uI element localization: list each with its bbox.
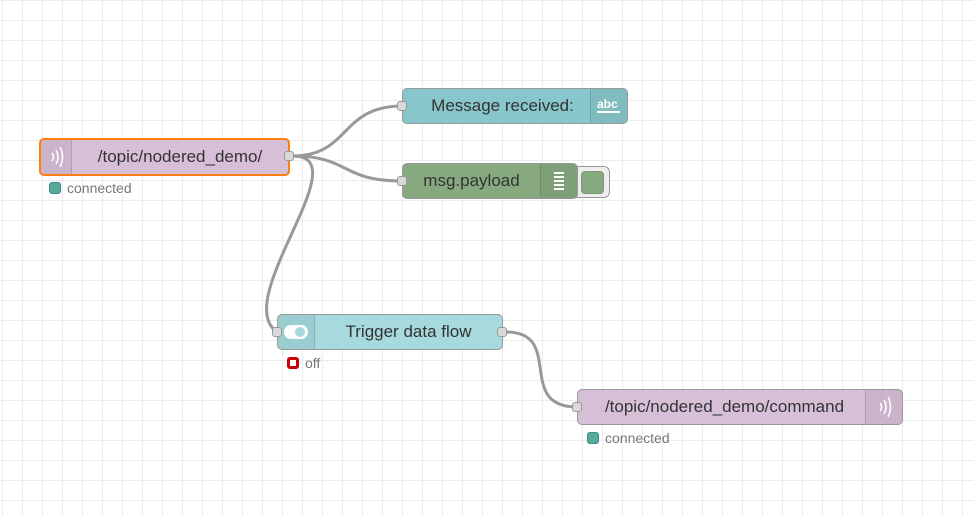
mqtt-out-node[interactable]: /topic/nodered_demo/command bbox=[577, 389, 903, 425]
change-node[interactable]: Message received: abc bbox=[402, 88, 628, 124]
debug-label: msg.payload bbox=[423, 171, 520, 190]
wire-mqtt-to-change[interactable] bbox=[292, 104, 403, 158]
mqtt-bridge-icon bbox=[41, 140, 72, 174]
status-off-dot bbox=[287, 357, 299, 369]
debug-node[interactable]: msg.payload bbox=[402, 163, 578, 199]
mqtt-out-label: /topic/nodered_demo/command bbox=[604, 397, 845, 416]
toggle-icon bbox=[278, 315, 315, 349]
list-icon bbox=[540, 164, 577, 198]
mqtt-out-status: connected bbox=[587, 430, 670, 446]
switch-node[interactable]: Trigger data flow bbox=[277, 314, 503, 350]
wire-mqtt-to-debug[interactable] bbox=[292, 154, 403, 183]
mqtt-in-status: connected bbox=[49, 180, 132, 196]
switch-status-text: off bbox=[305, 355, 321, 371]
mqtt-out-status-text: connected bbox=[605, 430, 670, 446]
change-input-port[interactable] bbox=[397, 101, 407, 111]
status-connected-dot bbox=[49, 182, 61, 194]
mqtt-out-input-port[interactable] bbox=[572, 402, 582, 412]
debug-input-port[interactable] bbox=[397, 176, 407, 186]
debug-toggle-button[interactable] bbox=[575, 166, 610, 198]
svg-text:abc: abc bbox=[597, 97, 618, 111]
switch-status: off bbox=[287, 355, 320, 371]
debug-toggle-indicator bbox=[581, 170, 604, 194]
mqtt-bridge-icon bbox=[865, 390, 902, 424]
mqtt-in-status-text: connected bbox=[67, 180, 132, 196]
change-label: Message received: bbox=[431, 96, 574, 115]
abc-icon: abc bbox=[590, 89, 627, 123]
switch-output-port[interactable] bbox=[497, 327, 507, 337]
wire-switch-to-mqtt-out[interactable] bbox=[505, 330, 578, 409]
mqtt-in-node[interactable]: /topic/nodered_demo/ bbox=[39, 138, 290, 176]
mqtt-in-output-port[interactable] bbox=[284, 151, 294, 161]
wire-mqtt-to-switch[interactable] bbox=[265, 154, 315, 334]
switch-input-port[interactable] bbox=[272, 327, 282, 337]
mqtt-in-label: /topic/nodered_demo/ bbox=[97, 147, 263, 166]
switch-label: Trigger data flow bbox=[345, 322, 472, 341]
status-connected-dot bbox=[587, 432, 599, 444]
